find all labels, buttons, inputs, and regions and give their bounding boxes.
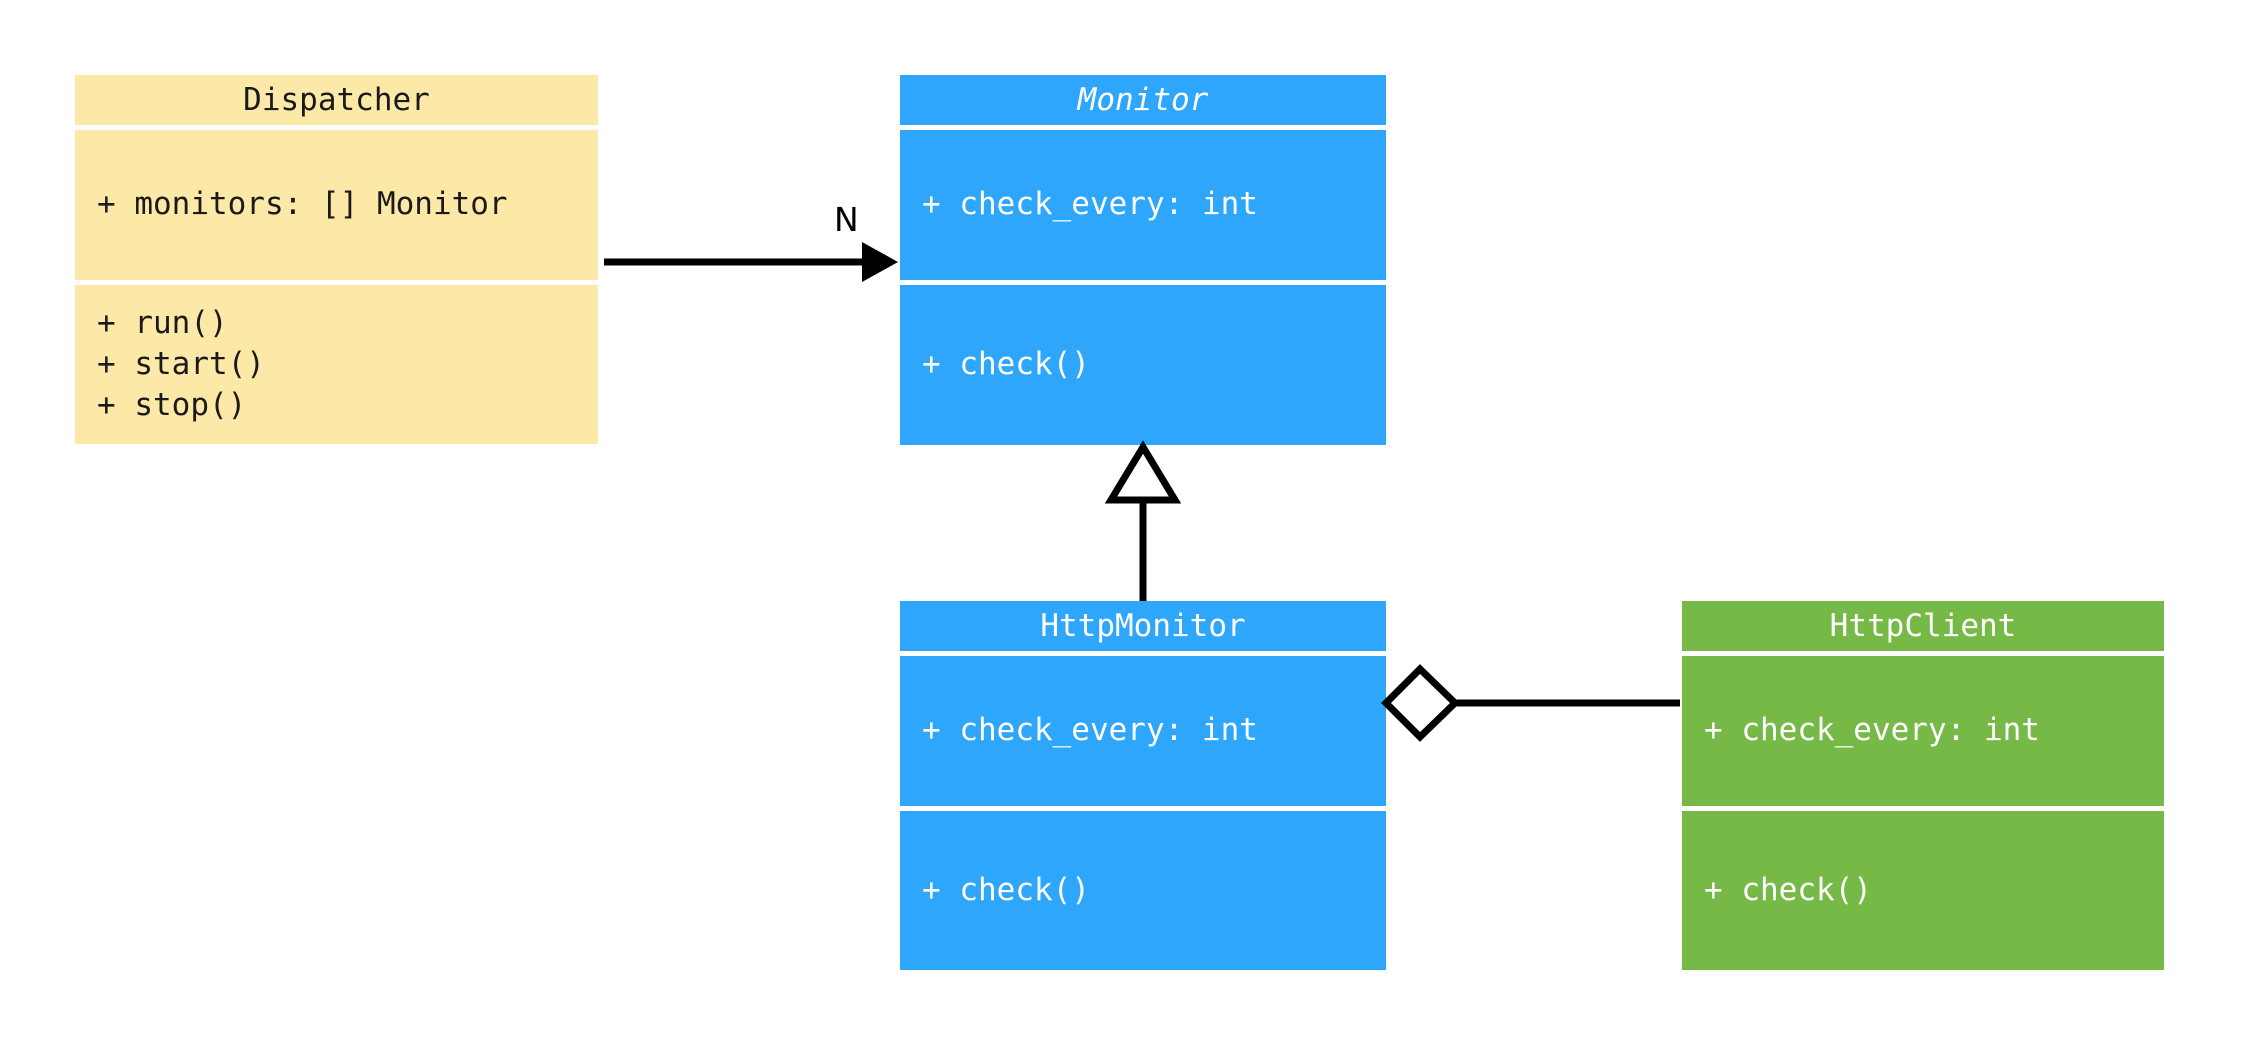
hollow-triangle-arrowhead-icon — [1104, 440, 1182, 504]
relationship-httpmonitor-to-httpclient — [1381, 664, 1680, 742]
method-row: + check() — [922, 346, 1090, 383]
relationship-httpmonitor-to-monitor — [1104, 440, 1182, 601]
method-row: + check() — [1704, 871, 1872, 908]
class-title-httpmonitor: HttpMonitor — [900, 601, 1386, 651]
class-methods-dispatcher: + run() + start() + stop() — [75, 285, 598, 444]
class-methods-monitor: + check() — [900, 285, 1386, 445]
class-box-dispatcher[interactable]: Dispatcher + monitors: [] Monitor + run(… — [75, 75, 598, 444]
method-row: + start() — [97, 345, 265, 382]
class-methods-httpclient: + check() — [1682, 811, 2164, 970]
class-title-httpclient: HttpClient — [1682, 601, 2164, 651]
filled-triangle-arrowhead-icon — [862, 242, 898, 282]
hollow-diamond-arrowhead-icon — [1381, 664, 1461, 742]
attribute-row: + monitors: [] Monitor — [97, 186, 508, 223]
class-attributes-httpmonitor: + check_every: int — [900, 656, 1386, 806]
class-box-monitor[interactable]: Monitor + check_every: int + check() — [900, 75, 1386, 445]
method-row: + stop() — [97, 387, 247, 424]
class-title-dispatcher: Dispatcher — [75, 75, 598, 125]
class-attributes-monitor: + check_every: int — [900, 130, 1386, 280]
method-row: + run() — [97, 304, 228, 341]
relationship-dispatcher-to-monitor — [604, 242, 898, 282]
attribute-row: + check_every: int — [922, 186, 1258, 223]
class-attributes-httpclient: + check_every: int — [1682, 656, 2164, 806]
method-row: + check() — [922, 871, 1090, 908]
association-multiplicity-label: N — [834, 200, 859, 239]
attribute-row: + check_every: int — [1704, 712, 2040, 749]
class-attributes-dispatcher: + monitors: [] Monitor — [75, 130, 598, 280]
class-methods-httpmonitor: + check() — [900, 811, 1386, 970]
class-box-httpclient[interactable]: HttpClient + check_every: int + check() — [1682, 601, 2164, 970]
class-title-monitor: Monitor — [900, 75, 1386, 125]
attribute-row: + check_every: int — [922, 712, 1258, 749]
class-box-httpmonitor[interactable]: HttpMonitor + check_every: int + check() — [900, 601, 1386, 970]
